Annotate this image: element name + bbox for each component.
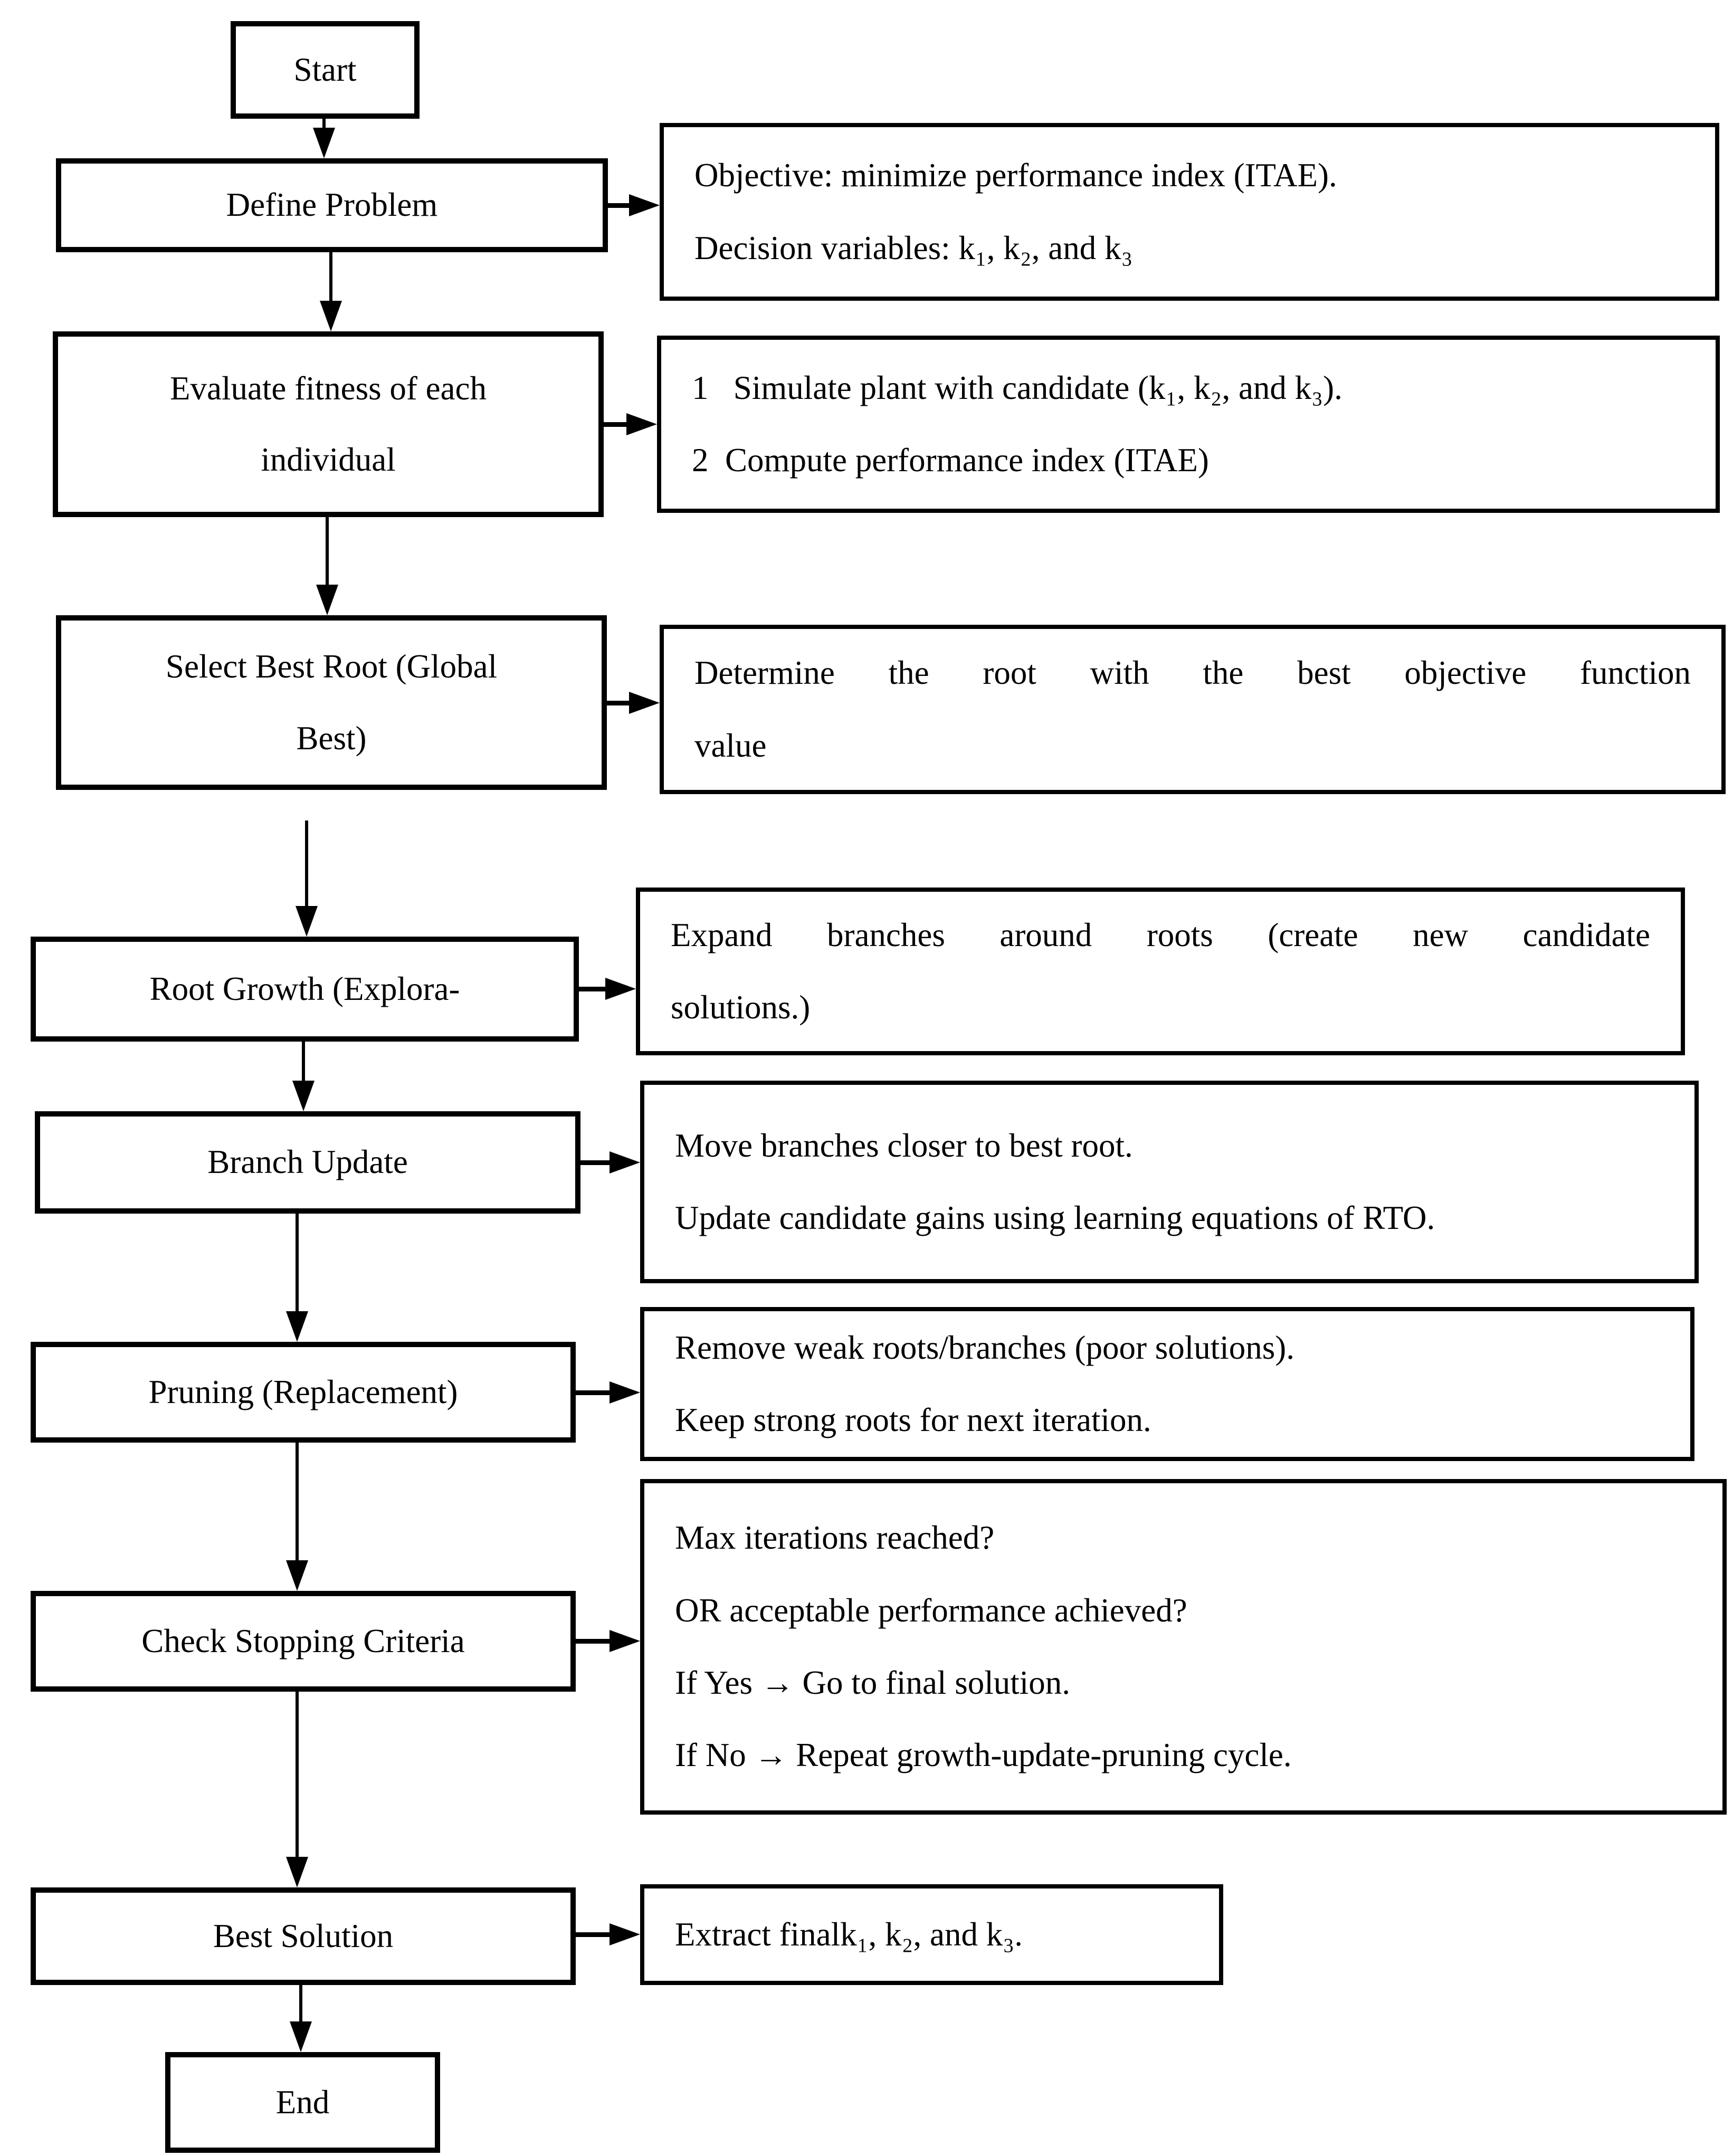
connector-select-to-root-growth xyxy=(305,821,308,911)
note-line: Objective: minimize performance index (I… xyxy=(694,157,1337,194)
note-line: Max iterations reached? xyxy=(675,1519,995,1557)
arrow-down-icon xyxy=(313,128,335,158)
note-line: 2 Compute performance index (ITAE) xyxy=(692,442,1209,479)
connector-root-growth-to-branch-update xyxy=(302,1042,305,1086)
arrow-right-icon xyxy=(605,978,636,1000)
note-check-stopping: Max iterations reached? OR acceptable pe… xyxy=(640,1479,1727,1815)
note-line: Extract finalk₁, k₂, and k₃. xyxy=(675,1915,1023,1953)
note-define-problem: Objective: minimize performance index (I… xyxy=(660,123,1719,301)
connector-start-to-define xyxy=(322,119,326,133)
note-line: value xyxy=(694,727,767,764)
arrow-right-icon xyxy=(629,194,660,216)
note-line: If No → Repeat growth-update-pruning cyc… xyxy=(675,1737,1292,1774)
note-line: Keep strong roots for next iteration. xyxy=(675,1401,1151,1438)
note-line: Remove weak roots/branches (poor solutio… xyxy=(675,1329,1294,1366)
node-branch-update: Branch Update xyxy=(35,1111,580,1214)
node-select-best-root-label: Select Best Root (Global xyxy=(165,648,498,685)
connector-define-to-note xyxy=(608,203,633,208)
node-select-best-root: Select Best Root (Global Best) xyxy=(56,615,607,790)
note-line: OR acceptable performance achieved? xyxy=(675,1591,1187,1629)
connector-branch-update-to-pruning xyxy=(296,1214,299,1317)
arrow-down-icon xyxy=(292,1081,315,1111)
arrow-right-icon xyxy=(626,413,657,435)
arrow-down-icon xyxy=(320,301,342,331)
note-line: Determine the root with the best objecti… xyxy=(694,654,1691,692)
arrow-right-icon xyxy=(610,1381,640,1404)
note-branch-update: Move branches closer to best root. Updat… xyxy=(640,1081,1699,1283)
arrow-down-icon xyxy=(296,906,318,937)
arrow-down-icon xyxy=(316,585,338,615)
node-evaluate-fitness-label: Evaluate fitness of each xyxy=(170,369,487,407)
note-pruning: Remove weak roots/branches (poor solutio… xyxy=(640,1307,1694,1461)
node-pruning-label: Pruning (Replacement) xyxy=(148,1373,458,1410)
arrow-right-icon xyxy=(629,692,660,714)
node-root-growth: Root Growth (Explora- xyxy=(31,937,579,1042)
connector-best-solution-to-end xyxy=(299,1985,302,2027)
node-branch-update-label: Branch Update xyxy=(207,1143,408,1181)
node-best-solution: Best Solution xyxy=(31,1887,576,1985)
arrow-right-icon xyxy=(610,1630,640,1652)
arrow-down-icon xyxy=(286,1560,308,1591)
note-line: If Yes → Go to final solution. xyxy=(675,1664,1071,1701)
connector-pruning-to-note xyxy=(576,1390,614,1395)
connector-root-growth-to-note xyxy=(579,987,610,991)
node-check-stopping: Check Stopping Criteria xyxy=(31,1591,576,1692)
arrow-down-icon xyxy=(286,1857,308,1887)
connector-evaluate-to-note xyxy=(604,422,631,427)
node-end: End xyxy=(165,2052,440,2153)
note-best-solution: Extract finalk₁, k₂, and k₃. xyxy=(640,1884,1223,1985)
arrow-right-icon xyxy=(610,1151,640,1174)
node-evaluate-fitness: Evaluate fitness of each individual xyxy=(53,331,604,517)
connector-branch-update-to-note xyxy=(580,1160,614,1165)
node-end-label: End xyxy=(275,2083,330,2121)
arrow-down-icon xyxy=(290,2021,312,2052)
note-line: 1 Simulate plant with candidate (k₁, k₂,… xyxy=(692,369,1342,406)
connector-pruning-to-check xyxy=(296,1443,299,1566)
node-check-stopping-label: Check Stopping Criteria xyxy=(141,1622,465,1659)
connector-best-solution-to-note xyxy=(576,1932,614,1937)
connector-check-to-best-solution xyxy=(296,1692,299,1862)
node-start: Start xyxy=(231,21,420,119)
note-evaluate-fitness: 1 Simulate plant with candidate (k₁, k₂,… xyxy=(657,336,1720,513)
arrow-right-icon xyxy=(610,1923,640,1945)
arrow-down-icon xyxy=(286,1311,308,1342)
node-root-growth-label: Root Growth (Explora- xyxy=(149,970,460,1007)
node-define-problem: Define Problem xyxy=(56,158,608,252)
node-pruning: Pruning (Replacement) xyxy=(31,1342,576,1443)
note-line: Move branches closer to best root. xyxy=(675,1127,1133,1164)
connector-select-to-note xyxy=(607,701,633,705)
node-define-problem-label: Define Problem xyxy=(226,186,438,224)
note-root-growth: Expand branches around roots (create new… xyxy=(636,888,1685,1055)
note-line: Expand branches around roots (create new… xyxy=(671,916,1650,953)
note-line: Update candidate gains using learning eq… xyxy=(675,1199,1435,1236)
node-start-label: Start xyxy=(293,51,357,88)
connector-check-to-note xyxy=(576,1639,614,1644)
note-line: Decision variables: k₁, k₂, and k₃ xyxy=(694,229,1133,266)
connector-evaluate-to-select xyxy=(326,517,329,590)
note-select-best-root: Determine the root with the best objecti… xyxy=(660,625,1726,794)
node-evaluate-fitness-label: individual xyxy=(261,441,396,478)
note-line: solutions.) xyxy=(671,989,811,1026)
node-best-solution-label: Best Solution xyxy=(213,1917,394,1954)
connector-define-to-evaluate xyxy=(329,252,332,306)
node-select-best-root-label: Best) xyxy=(296,719,367,757)
